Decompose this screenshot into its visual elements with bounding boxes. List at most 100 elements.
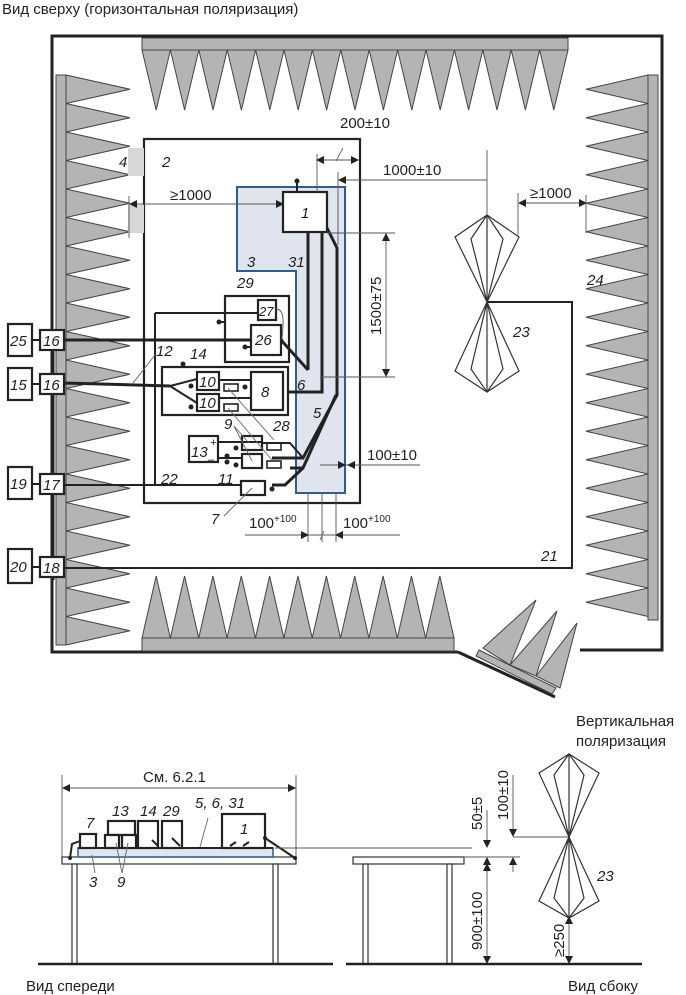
absorber-cone bbox=[254, 49, 285, 111]
absorber-tips-under-table bbox=[128, 148, 144, 233]
absorber-cone bbox=[65, 387, 131, 418]
dimension-lines bbox=[128, 150, 587, 542]
side-dim-250: ≥250 bbox=[551, 924, 568, 957]
bottom-absorber-row bbox=[141, 575, 455, 652]
side-table-leg-left bbox=[362, 863, 369, 965]
absorber-cone bbox=[585, 444, 649, 475]
absorber-cone bbox=[169, 575, 200, 639]
absorber-cone bbox=[141, 575, 171, 639]
label-21: 21 bbox=[540, 548, 558, 565]
box-10b-label: 10 bbox=[199, 395, 216, 412]
absorber-cone bbox=[538, 49, 569, 111]
front-label-3: 3 bbox=[89, 874, 98, 891]
dim-100-left: 100+100 bbox=[249, 514, 297, 532]
box-8-label: 8 bbox=[261, 384, 270, 401]
side-table-top bbox=[352, 856, 465, 865]
front-ground-plane bbox=[77, 847, 274, 858]
top-absorber-row bbox=[141, 37, 569, 111]
dim-1500: 1500±75 bbox=[368, 277, 385, 335]
absorber-cone bbox=[585, 74, 649, 105]
front-box-1 bbox=[220, 812, 267, 850]
absorber-cone bbox=[482, 49, 512, 111]
absorber-cone bbox=[425, 575, 455, 639]
connector-18-label: 18 bbox=[43, 560, 60, 577]
filter-28b bbox=[266, 460, 282, 469]
box-19-label: 19 bbox=[10, 476, 27, 493]
connector-16b-label: 16 bbox=[43, 377, 60, 394]
absorber-cone bbox=[585, 102, 649, 133]
label-5: 5 bbox=[313, 405, 322, 422]
absorber-cone bbox=[169, 49, 200, 111]
label-2: 2 bbox=[161, 154, 171, 171]
absorber-cone bbox=[585, 216, 649, 247]
absorber-cone bbox=[65, 444, 131, 475]
box-10a-label: 10 bbox=[199, 374, 216, 391]
eut-box bbox=[281, 190, 329, 234]
front-span-label: См. 6.2.1 bbox=[143, 769, 206, 786]
box-8 bbox=[249, 370, 285, 412]
front-label-1: 1 bbox=[240, 821, 248, 838]
box-7 bbox=[239, 479, 267, 497]
dim-eut-wall: ≥1000 bbox=[170, 187, 212, 204]
outside-equipment: 25 16 15 16 19 17 20 18 bbox=[6, 322, 66, 585]
absorber-cone bbox=[141, 49, 172, 111]
side-label-23: 23 bbox=[596, 868, 614, 885]
absorber-cone bbox=[340, 49, 370, 111]
chamber-walls bbox=[50, 34, 664, 699]
label-7: 7 bbox=[211, 511, 220, 528]
label-28: 28 bbox=[272, 418, 290, 435]
leader-lines bbox=[132, 147, 344, 517]
absorber-cone bbox=[65, 159, 131, 190]
absorber-cone bbox=[585, 159, 649, 190]
absorber-cone bbox=[65, 245, 131, 276]
label-11: 11 bbox=[218, 471, 234, 488]
antenna-cable bbox=[62, 301, 573, 569]
absorber-cone bbox=[585, 359, 649, 390]
absorber-cone bbox=[453, 49, 484, 111]
front-label-13: 13 bbox=[112, 803, 129, 820]
absorber-cone bbox=[283, 575, 313, 639]
vertical-pol-title-2: поляризация bbox=[576, 733, 666, 750]
absorber-cone bbox=[254, 575, 285, 639]
absorber-cone bbox=[585, 131, 649, 162]
absorber-cone bbox=[65, 416, 131, 447]
front-table-top bbox=[61, 856, 297, 865]
label-12: 12 bbox=[156, 343, 173, 360]
ground-plane bbox=[236, 186, 346, 494]
absorber-cone bbox=[65, 473, 131, 504]
external-cables bbox=[63, 338, 251, 569]
top-view-title: Вид сверху (горизонтальная поляризация) bbox=[2, 1, 298, 18]
front-box-29 bbox=[160, 819, 184, 850]
absorber-cone bbox=[585, 245, 649, 276]
front-label-9: 9 bbox=[117, 874, 126, 891]
box-27-label: 27 bbox=[258, 304, 274, 319]
label-29: 29 bbox=[236, 275, 254, 292]
dim-100-right: 100+100 bbox=[343, 514, 391, 532]
absorber-cone bbox=[65, 501, 131, 532]
label-14: 14 bbox=[190, 346, 207, 363]
side-table-leg-right bbox=[446, 863, 453, 965]
filter-b bbox=[223, 403, 239, 412]
box-13-label: 13 bbox=[191, 444, 208, 461]
box-27 bbox=[256, 298, 278, 322]
front-box-7 bbox=[78, 832, 98, 850]
absorber-cone bbox=[65, 330, 131, 361]
dim-1000-ant: 1000±10 bbox=[383, 162, 441, 179]
side-dim-50: 50±5 bbox=[469, 797, 486, 830]
dim-200: 200±10 bbox=[340, 115, 390, 132]
front-box-9a bbox=[103, 833, 121, 850]
box-25-label: 25 bbox=[9, 333, 27, 350]
cable-bundle bbox=[272, 227, 339, 487]
absorber-cone bbox=[65, 188, 131, 219]
box-20-label: 20 bbox=[9, 559, 27, 576]
absorber-cone bbox=[585, 473, 649, 504]
side-view: 50±5 100±10 900±100 ≥250 23 bbox=[346, 752, 642, 966]
absorber-cone bbox=[198, 49, 228, 111]
absorber-cone bbox=[585, 273, 649, 304]
connector-16a-label: 16 bbox=[43, 333, 60, 350]
label-3: 3 bbox=[247, 254, 256, 271]
absorber-cone bbox=[65, 216, 131, 247]
absorber-cone bbox=[368, 575, 398, 639]
front-label-5-6-31: 5, 6, 31 bbox=[195, 795, 245, 812]
front-view-title: Вид спереди bbox=[26, 978, 115, 995]
